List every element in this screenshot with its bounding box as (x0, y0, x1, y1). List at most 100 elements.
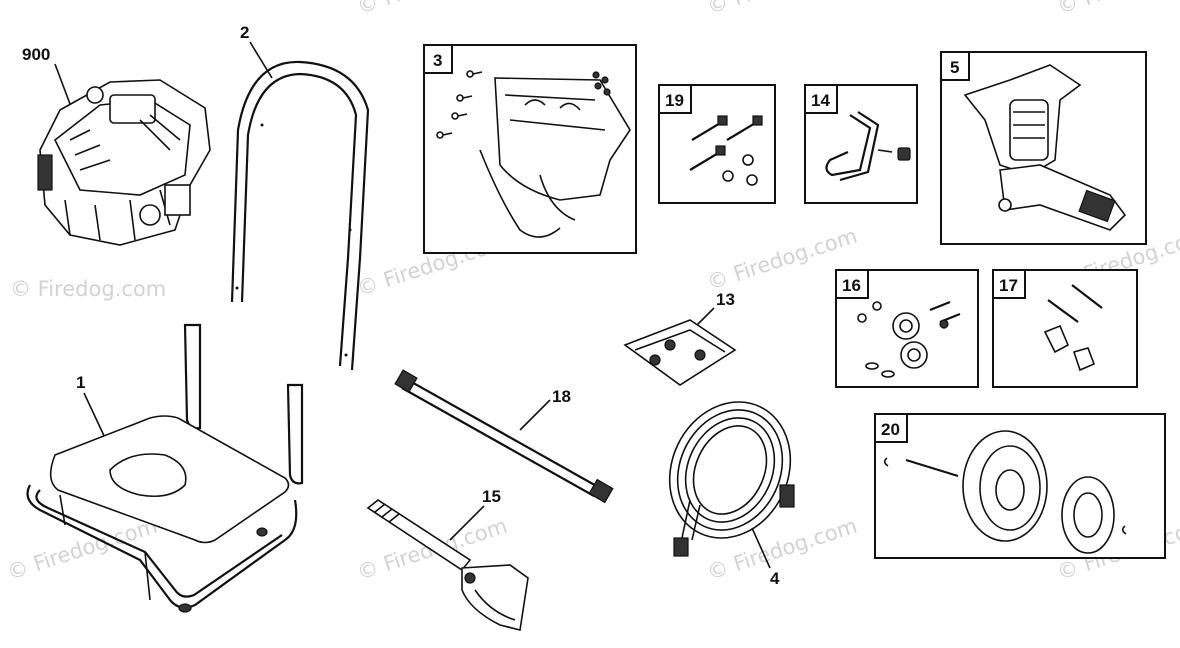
bracket-body (494, 77, 631, 201)
hose-fitting-2 (779, 484, 795, 508)
part-4-leader (751, 527, 771, 569)
part-16-label: 16 (842, 276, 861, 295)
handle-illustration[interactable]: 2 (230, 23, 370, 371)
gun-fitting (464, 572, 476, 584)
frame-illustration[interactable]: 1 (26, 323, 304, 613)
knob-15a (1043, 324, 1070, 354)
bag-screw-2 (664, 339, 676, 351)
part-20-label: 20 (881, 420, 900, 439)
hose-tail (681, 499, 701, 541)
part-2-leader (249, 41, 273, 79)
bracket-hook (479, 149, 576, 238)
part-18-wand[interactable]: 18 (394, 369, 614, 504)
part-20-box[interactable]: 20 (874, 413, 1166, 559)
bolt-16a (929, 300, 951, 312)
handle-hole-2 (260, 123, 264, 127)
frame-right-post (286, 383, 304, 485)
frame-engine-cutout (109, 453, 187, 498)
bushing-16a-hole (899, 319, 913, 333)
bag-screw-1 (649, 354, 661, 366)
part-17-leader (449, 505, 485, 541)
part-4-hose[interactable]: 4 (648, 382, 812, 588)
hose-fitting-1 (673, 537, 689, 557)
part-5-tag (940, 51, 970, 81)
wand-fitting-top (394, 369, 418, 393)
wand-tube-top (407, 379, 601, 489)
part-16-tag (835, 269, 869, 299)
part-15-label: 17 (999, 276, 1018, 295)
bolt-15a (1047, 299, 1079, 323)
bag-outline (623, 319, 737, 386)
part-20-tag (874, 413, 908, 443)
wand-fitting-bottom (588, 478, 614, 504)
frame-legs (59, 494, 151, 601)
bracket-screws (436, 70, 483, 139)
pump-cylinder-fins (1013, 111, 1045, 139)
part-3-box[interactable]: 3 (423, 44, 637, 254)
wand-tube-bottom (401, 387, 595, 497)
hook-outer (825, 114, 872, 177)
part-19-label: 19 (665, 91, 684, 110)
hose-coil-2 (676, 409, 784, 531)
hose-coil-1 (668, 401, 792, 539)
part-18-leader (519, 399, 551, 431)
hook-inner (839, 111, 880, 182)
clip-20a (883, 457, 889, 467)
bracket-details (504, 94, 606, 131)
engine-side-part (37, 154, 53, 191)
frame-foot-1 (178, 603, 192, 613)
wheel-tread (979, 445, 1041, 531)
part-19-box[interactable]: 19 (658, 84, 776, 204)
part-15-frame (992, 269, 1138, 388)
handle-hole-3 (348, 228, 352, 232)
part-17-label: 15 (482, 487, 501, 506)
handle-hole-4 (344, 353, 348, 357)
part-1-label: 1 (76, 373, 85, 392)
part-13-bag[interactable]: 13 (623, 290, 737, 386)
handle-outer (230, 60, 370, 371)
part-16-box[interactable]: 16 (835, 269, 979, 388)
wheel-hub (995, 469, 1025, 511)
hose-coil-4 (692, 425, 768, 515)
engine-illustration[interactable]: 900 (22, 45, 211, 246)
part-5-box[interactable]: 5 (940, 51, 1147, 245)
frame-left-post (183, 323, 202, 430)
engine-filter (139, 204, 161, 226)
bracket-nuts (592, 71, 611, 96)
part-3-label: 3 (433, 51, 442, 70)
bolt-15b (1071, 284, 1103, 309)
part-17-gun[interactable]: 15 (366, 487, 529, 631)
pump-valve (998, 198, 1012, 212)
part-13-label: 13 (716, 290, 735, 309)
nut-16b (872, 301, 882, 311)
hose-coil-3 (684, 417, 776, 523)
bag-screw-3 (694, 349, 706, 361)
wheel-cover (1061, 476, 1115, 554)
axle-20 (905, 458, 959, 478)
part-14-tag (804, 84, 838, 114)
frame-front-rail-inner (35, 489, 283, 598)
watermark-left: © Firedog.com (10, 277, 166, 301)
watermark-top-3: © Firedog.com (1054, 0, 1180, 19)
part-2-label: 2 (240, 23, 249, 42)
hook-screw (877, 149, 893, 153)
frame-base-plate (49, 415, 290, 544)
part-4-label: 4 (770, 569, 780, 588)
bag-seal (634, 329, 726, 353)
part-14-box[interactable]: 14 (804, 84, 918, 204)
engine-top-panel (109, 94, 156, 124)
part-900-label: 900 (22, 45, 50, 64)
frame-foot-2 (256, 527, 268, 537)
washer-16b (881, 370, 895, 378)
watermark-top-2: © Firedog.com (704, 0, 860, 19)
part-14-label: 14 (811, 91, 830, 110)
part-15-box[interactable]: 17 (992, 269, 1138, 388)
engine-shroud-ribs (69, 114, 181, 171)
bolts-19 (689, 115, 763, 171)
part-5-label: 5 (950, 58, 959, 77)
gun-trigger (474, 589, 516, 621)
engine-oil-cap (86, 86, 104, 104)
engine-muffler (164, 184, 191, 216)
washer-16a (865, 362, 879, 370)
